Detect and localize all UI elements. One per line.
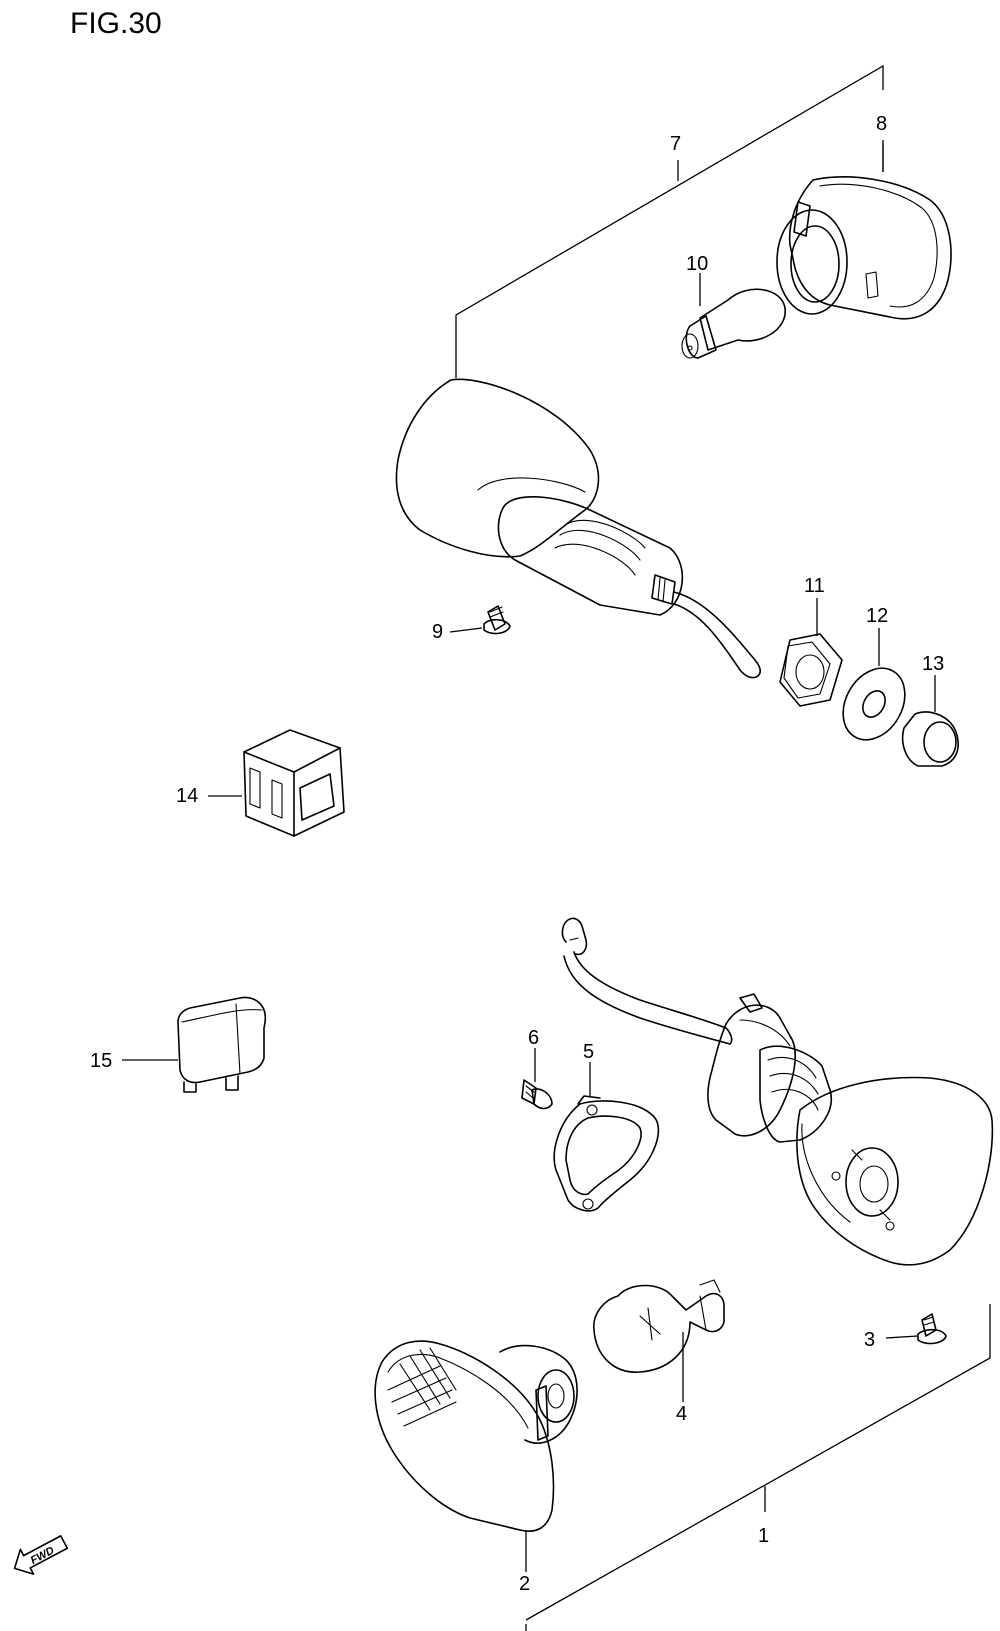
part-2-lens[interactable]	[374, 1340, 578, 1572]
callout-8: 8	[876, 113, 887, 135]
turn-signal-lower-body[interactable]	[561, 917, 994, 1266]
assembly-bracket-lower	[525, 1304, 991, 1631]
callout-2: 2	[519, 1573, 530, 1595]
callout-14: 14	[176, 785, 198, 807]
part-11-nut[interactable]	[779, 598, 843, 707]
part-3-screw[interactable]	[885, 1313, 947, 1345]
part-5-gasket[interactable]	[553, 1062, 660, 1212]
part-10-bulb[interactable]	[681, 273, 786, 359]
part-8-lens[interactable]	[776, 176, 952, 320]
callout-15: 15	[90, 1050, 112, 1072]
callout-9: 9	[432, 621, 443, 643]
part-4-bulb[interactable]	[593, 1279, 725, 1402]
part-6-screw[interactable]	[521, 1048, 553, 1110]
part-13-collar[interactable]	[901, 675, 959, 767]
callout-3: 3	[864, 1329, 875, 1351]
part-15-relay[interactable]	[122, 996, 267, 1093]
part-9-screw[interactable]	[449, 605, 511, 635]
part-14-connector[interactable]	[208, 729, 345, 837]
assembly-bracket-upper	[455, 64, 884, 378]
fwd-label: FWD	[29, 1545, 57, 1567]
callout-11: 11	[804, 575, 825, 597]
callout-1: 1	[758, 1525, 769, 1547]
fwd-arrow-badge: FWD	[13, 1535, 69, 1575]
callout-10: 10	[686, 253, 708, 275]
callout-12: 12	[866, 605, 888, 627]
callout-7: 7	[670, 133, 681, 155]
figure-title: FIG.30	[70, 7, 162, 40]
callout-4: 4	[676, 1403, 687, 1425]
part-7-turn-signal-upper[interactable]	[395, 378, 761, 679]
callout-13: 13	[922, 653, 944, 675]
callout-6: 6	[528, 1027, 539, 1049]
part-12-washer[interactable]	[831, 628, 917, 751]
callout-5: 5	[583, 1041, 594, 1063]
